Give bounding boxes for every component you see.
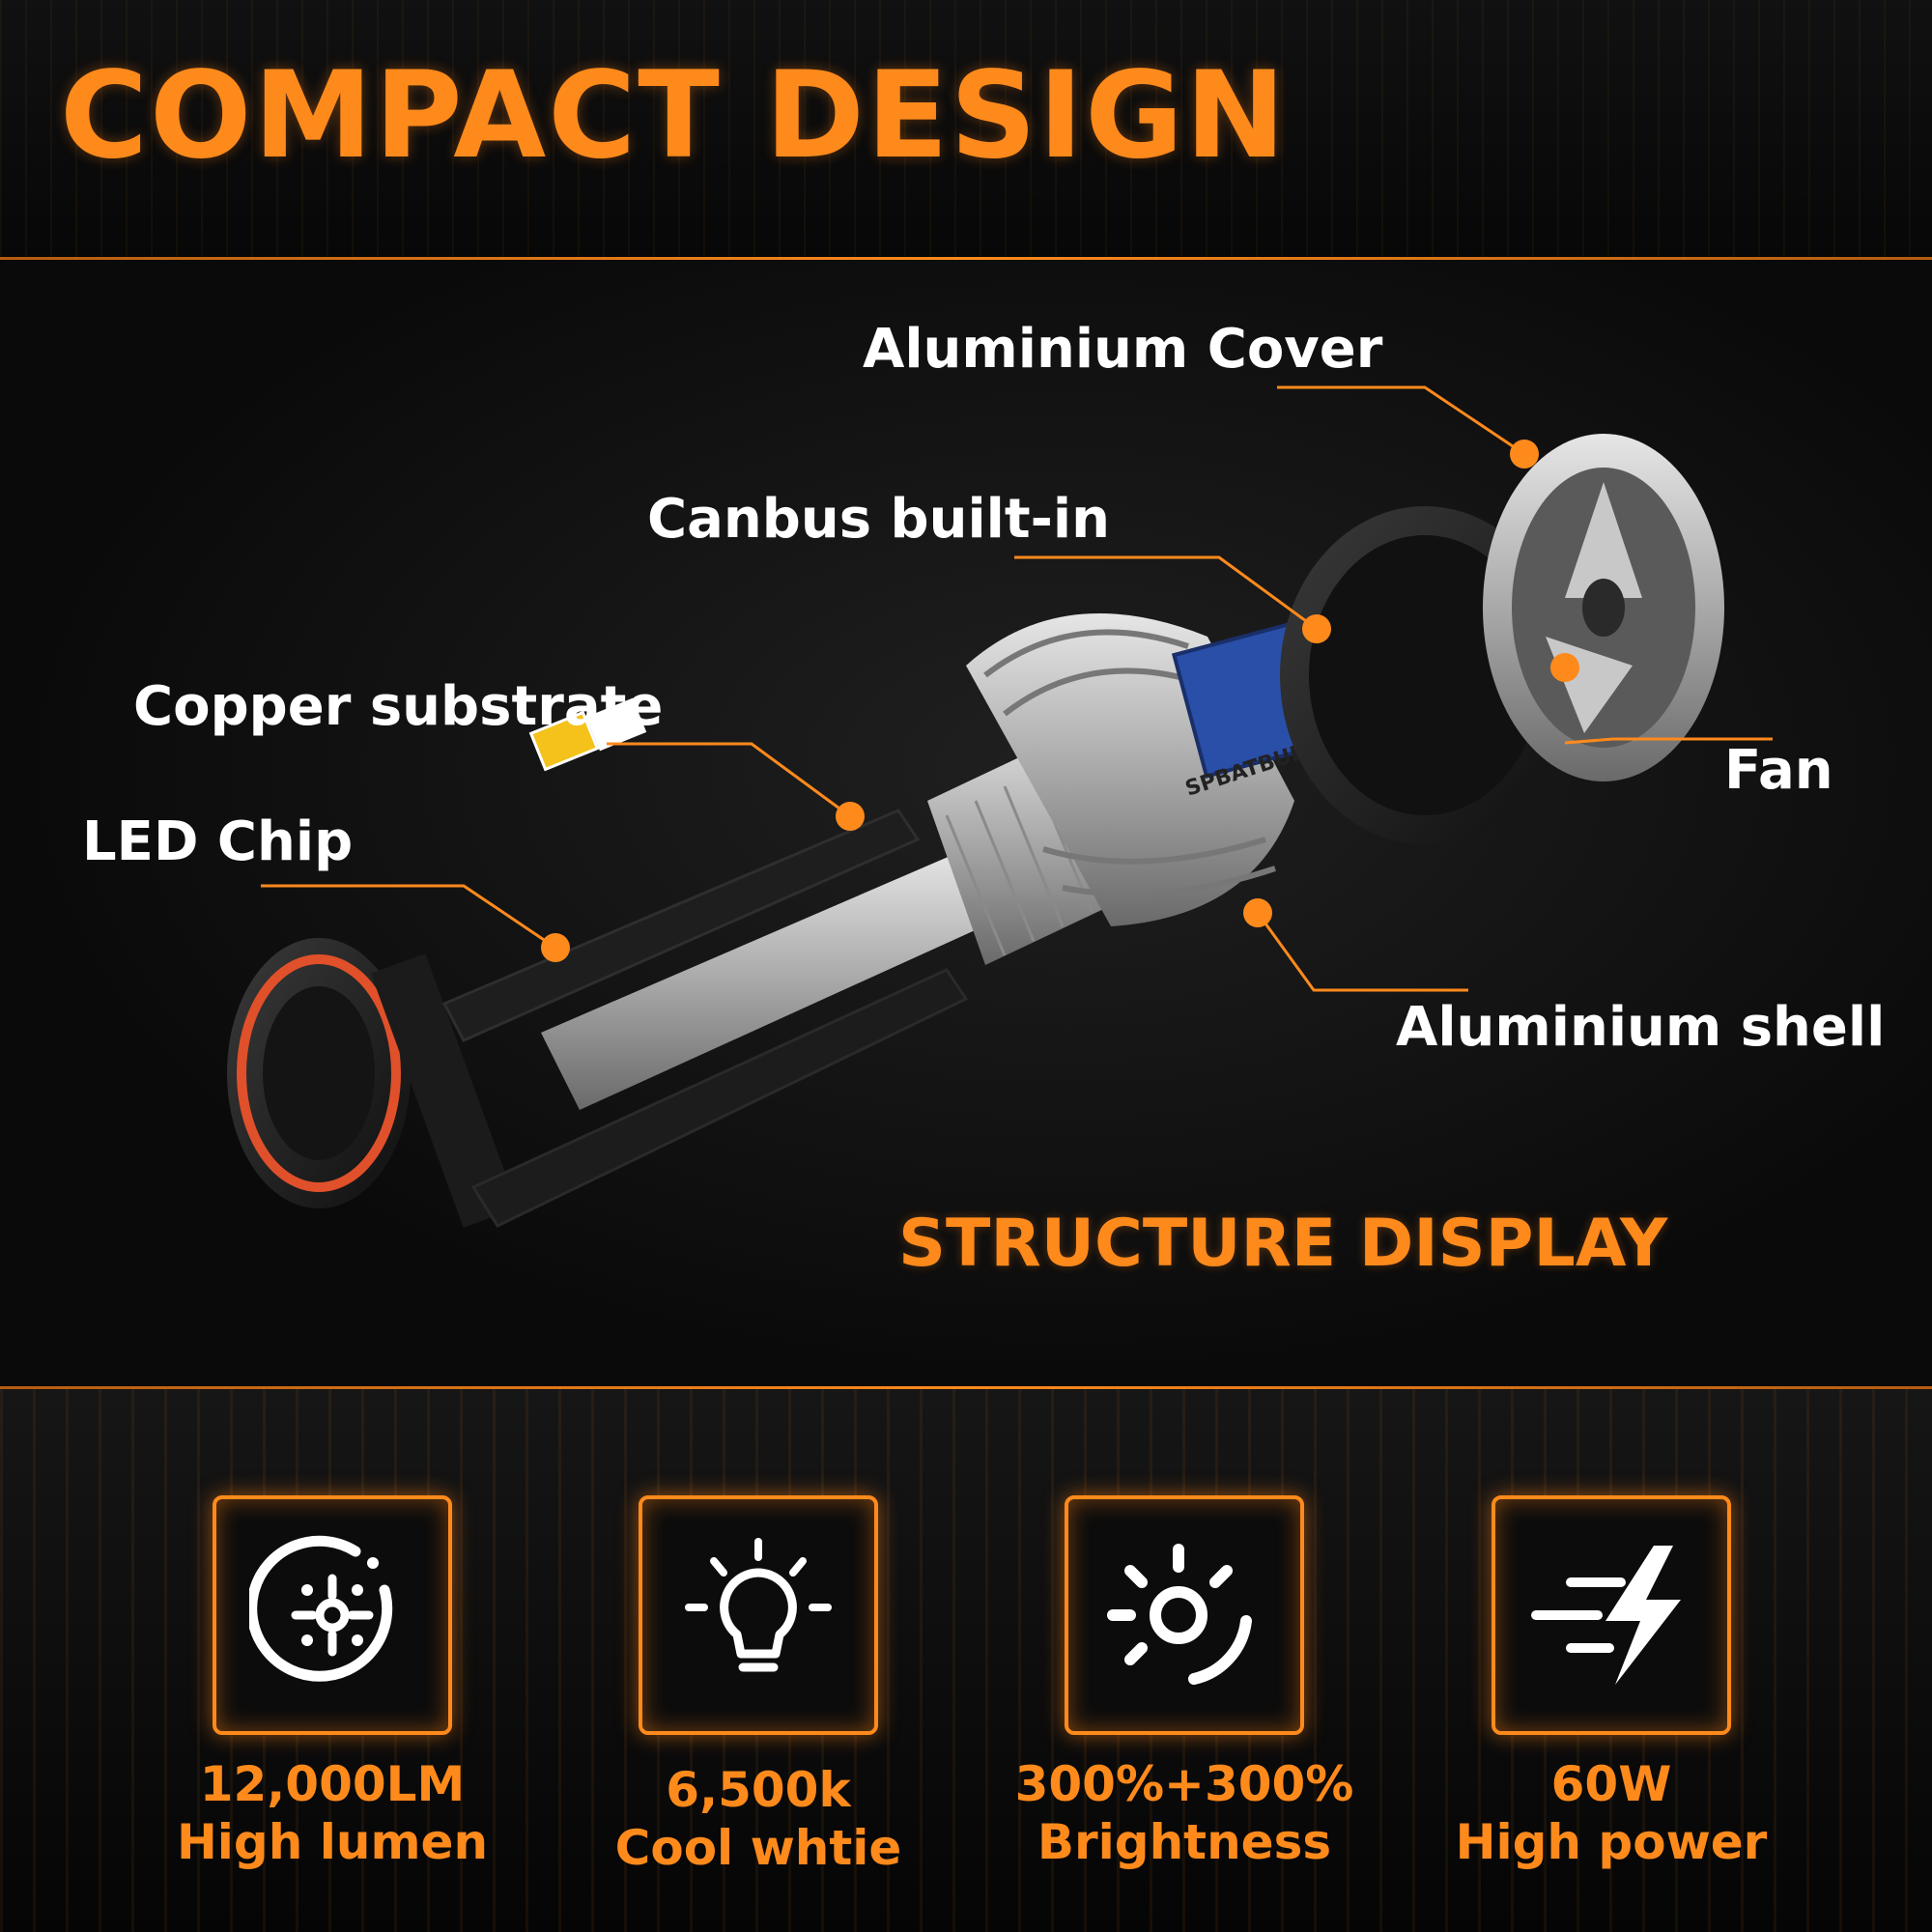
label-fan: Fan	[1724, 739, 1833, 802]
bulb-icon	[685, 1538, 832, 1672]
feature-value: 6,500k	[666, 1762, 851, 1818]
feature-caption: Brightness	[1037, 1814, 1332, 1870]
feature-value: 300%+300%	[1014, 1756, 1354, 1812]
label-aluminium-cover: Aluminium Cover	[863, 318, 1383, 381]
feature-icon-box	[639, 1495, 878, 1735]
lumen-icon	[249, 1535, 393, 1682]
label-led-chip: LED Chip	[82, 810, 354, 873]
feature-caption: High lumen	[176, 1814, 489, 1870]
feature-icon-box	[1492, 1495, 1731, 1735]
label-canbus: Canbus built-in	[647, 488, 1110, 551]
structure-title: STRUCTURE DISPLAY	[898, 1206, 1668, 1282]
label-aluminium-shell: Aluminium shell	[1396, 996, 1886, 1059]
label-copper-substrate: Copper substrate	[133, 675, 664, 738]
feature-card-power: 60W High power	[1418, 1495, 1804, 1891]
feature-icon-box	[1065, 1495, 1304, 1735]
divider-top	[0, 257, 1932, 260]
feature-caption: Cool whtie	[614, 1820, 902, 1876]
feature-card-color-temp: 6,500k Cool whtie	[565, 1495, 952, 1891]
feature-caption: High power	[1455, 1814, 1768, 1870]
page-title: COMPACT DESIGN	[60, 46, 1288, 185]
aluminium-cover	[1483, 434, 1724, 781]
copper-substrate	[441, 809, 921, 1042]
header: COMPACT DESIGN	[0, 0, 1932, 259]
divider-mid	[0, 1386, 1932, 1389]
callout-lines	[261, 385, 1773, 992]
structure-section: SPBATBUB	[0, 260, 1932, 1386]
sun-icon	[1107, 1544, 1252, 1685]
features-section: 12,000LM High lumen 6,500k Cool whtie	[0, 1389, 1932, 1932]
base-connector	[227, 938, 519, 1228]
feature-card-lumen: 12,000LM High lumen	[139, 1495, 526, 1891]
callout-dots	[541, 440, 1579, 962]
lower-plate	[470, 968, 969, 1228]
feature-value: 12,000LM	[199, 1756, 466, 1812]
led-chip	[528, 710, 600, 772]
aluminium-rail	[541, 849, 1005, 1110]
feature-card-brightness: 300%+300% Brightness	[991, 1495, 1378, 1891]
feature-icon-box	[213, 1495, 452, 1735]
led-bulb-illustration: SPBATBUB	[227, 385, 1773, 1228]
lightning-icon	[1531, 1546, 1681, 1685]
feature-value: 60W	[1550, 1756, 1672, 1812]
